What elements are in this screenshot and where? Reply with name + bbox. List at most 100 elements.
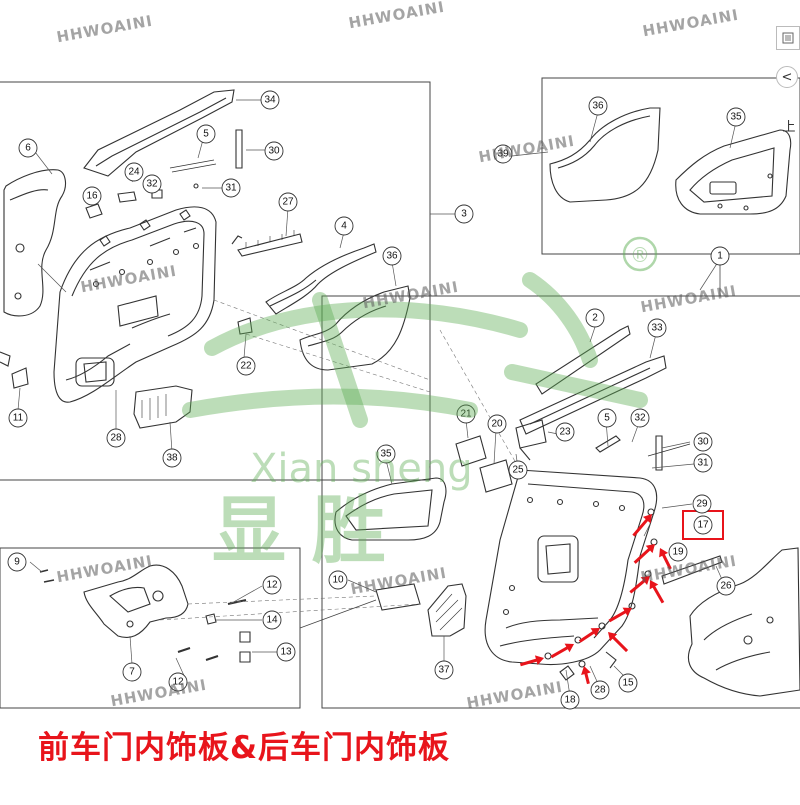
callout-number: 24 bbox=[128, 167, 140, 178]
callout-part-13: 13 bbox=[276, 642, 296, 662]
callout-circle bbox=[618, 673, 638, 693]
door-lock-group-box bbox=[0, 547, 301, 709]
callout-number: 30 bbox=[697, 437, 709, 448]
callout-part-4: 4 bbox=[334, 216, 354, 236]
callout-number: 5 bbox=[604, 413, 610, 424]
callout-circle bbox=[278, 192, 298, 212]
callout-circle bbox=[106, 428, 126, 448]
callout-circle bbox=[7, 552, 27, 572]
callout-part-27: 27 bbox=[278, 192, 298, 212]
callout-number: 12 bbox=[172, 677, 184, 688]
red-arrow bbox=[649, 580, 665, 604]
callout-part-1: 1 bbox=[710, 246, 730, 266]
callout-number: 9 bbox=[14, 557, 20, 568]
callout-circle bbox=[710, 246, 730, 266]
callout-circle bbox=[508, 460, 528, 480]
red-arrow bbox=[550, 643, 574, 659]
callout-number: 6 bbox=[25, 143, 31, 154]
trim-kit-group-box bbox=[541, 77, 800, 255]
callout-part-19: 19 bbox=[668, 542, 688, 562]
callout-circle bbox=[196, 124, 216, 144]
callout-number: 35 bbox=[730, 112, 742, 123]
callout-circle bbox=[454, 204, 474, 224]
callout-part-31: 31 bbox=[693, 453, 713, 473]
callout-circle bbox=[142, 174, 162, 194]
callout-part-35: 35 bbox=[726, 107, 746, 127]
kit-pocket-36 bbox=[549, 107, 661, 203]
callout-circle bbox=[590, 680, 610, 700]
kit-trim-35 bbox=[675, 129, 792, 215]
callout-part-30: 30 bbox=[693, 432, 713, 452]
page-caption: 前车门内饰板&后车门内饰板 bbox=[38, 730, 451, 766]
callout-circle bbox=[692, 494, 712, 514]
callout-number: 16 bbox=[86, 191, 98, 202]
callout-circle bbox=[726, 107, 746, 127]
callout-part-32: 32 bbox=[142, 174, 162, 194]
callout-number: 13 bbox=[280, 647, 292, 658]
callout-circle bbox=[668, 542, 688, 562]
callout-part-37: 37 bbox=[434, 660, 454, 680]
callout-circle bbox=[264, 141, 284, 161]
callout-part-3: 3 bbox=[454, 204, 474, 224]
callout-part-39: 39 bbox=[493, 144, 513, 164]
rear-trim-35 bbox=[334, 477, 447, 541]
callout-circle bbox=[630, 408, 650, 428]
callout-number: 28 bbox=[110, 433, 122, 444]
callout-circle bbox=[122, 662, 142, 682]
callout-circle bbox=[328, 570, 348, 590]
callout-circle bbox=[597, 408, 617, 428]
callout-number: 26 bbox=[720, 581, 732, 592]
callout-number: 29 bbox=[696, 499, 708, 510]
red-arrow bbox=[633, 544, 655, 564]
callout-circle bbox=[585, 308, 605, 328]
callout-part-16: 16 bbox=[82, 186, 102, 206]
callout-circle bbox=[647, 318, 667, 338]
callout-circle bbox=[124, 162, 144, 182]
callout-circle bbox=[262, 610, 282, 630]
callout-number: 34 bbox=[264, 95, 276, 106]
callout-number: 14 bbox=[266, 615, 278, 626]
collapse-button[interactable]: < bbox=[776, 66, 798, 88]
callout-circle bbox=[588, 96, 608, 116]
callout-number: 19 bbox=[672, 547, 684, 558]
callout-part-17: 17 bbox=[693, 515, 713, 535]
callout-circle bbox=[334, 216, 354, 236]
callout-number: 22 bbox=[240, 361, 252, 372]
callout-part-23: 23 bbox=[555, 422, 575, 442]
callout-part-12: 12 bbox=[262, 575, 282, 595]
callout-part-11: 11 bbox=[8, 408, 28, 428]
callout-number: 10 bbox=[332, 575, 344, 586]
callout-part-22: 22 bbox=[236, 356, 256, 376]
callout-number: 21 bbox=[460, 409, 472, 420]
rear-window-garnish-33 bbox=[519, 355, 667, 435]
rear-upper-strip-2 bbox=[535, 325, 631, 395]
callout-part-33: 33 bbox=[647, 318, 667, 338]
callout-part-20: 20 bbox=[487, 414, 507, 434]
rear-door-trim-panel bbox=[484, 469, 658, 665]
callout-circle bbox=[236, 356, 256, 376]
callout-part-35: 35 bbox=[376, 444, 396, 464]
red-arrow bbox=[659, 548, 672, 570]
callout-number: 39 bbox=[497, 149, 509, 160]
callout-circle bbox=[262, 575, 282, 595]
callout-number: 18 bbox=[564, 695, 576, 706]
callout-part-21: 21 bbox=[456, 404, 476, 424]
side-icon-button[interactable] bbox=[776, 26, 800, 50]
callout-part-9: 9 bbox=[7, 552, 27, 572]
callout-circle bbox=[493, 144, 513, 164]
callout-circle bbox=[168, 672, 188, 692]
callout-circle bbox=[716, 576, 736, 596]
red-arrow bbox=[578, 628, 600, 643]
callout-number: 28 bbox=[594, 685, 606, 696]
callout-circle bbox=[555, 422, 575, 442]
callout-circle bbox=[162, 448, 182, 468]
callout-circle bbox=[487, 414, 507, 434]
callout-circle bbox=[18, 138, 38, 158]
callout-part-25: 25 bbox=[508, 460, 528, 480]
callout-circle bbox=[221, 178, 241, 198]
callout-part-29: 29 bbox=[692, 494, 712, 514]
callout-circle bbox=[382, 246, 402, 266]
